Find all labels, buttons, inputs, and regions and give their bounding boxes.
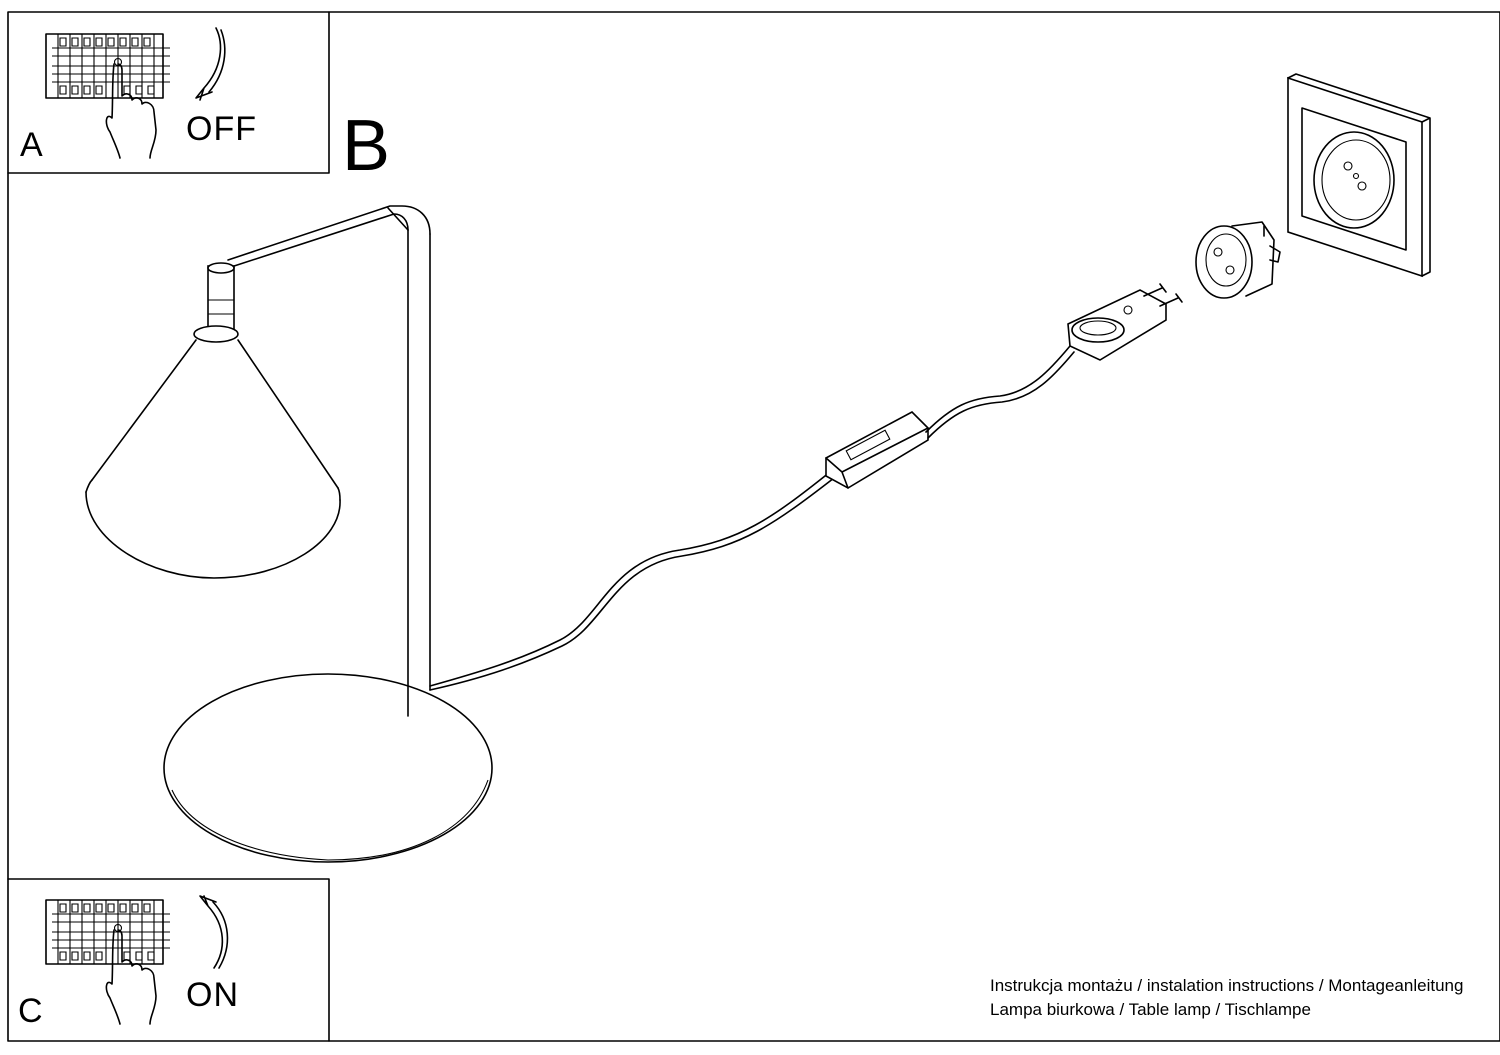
panel-a-letter: A [20, 126, 43, 164]
wall-socket-icon [1287, 73, 1431, 278]
inline-switch-icon [825, 345, 1075, 489]
table-lamp-icon [85, 205, 835, 863]
page-frame [7, 11, 1500, 1042]
panel-a-state: OFF [186, 110, 257, 148]
panel-c-frame [7, 878, 330, 1042]
panel-c-letter: C [18, 992, 43, 1030]
caption-line-2: Lampa biurkowa / Table lamp / Tischlampe [990, 1000, 1311, 1019]
panel-a-frame [7, 11, 330, 174]
socket-adapter-icon [1195, 221, 1281, 299]
panel-c-state: ON [186, 976, 239, 1014]
plug-icon [1067, 283, 1183, 361]
breaker-switch-up-icon [45, 895, 229, 1025]
breaker-switch-down-icon [45, 27, 226, 159]
panel-b-letter: B [342, 106, 391, 186]
caption-line-1: Instrukcja montażu / instalation instruc… [990, 976, 1464, 995]
